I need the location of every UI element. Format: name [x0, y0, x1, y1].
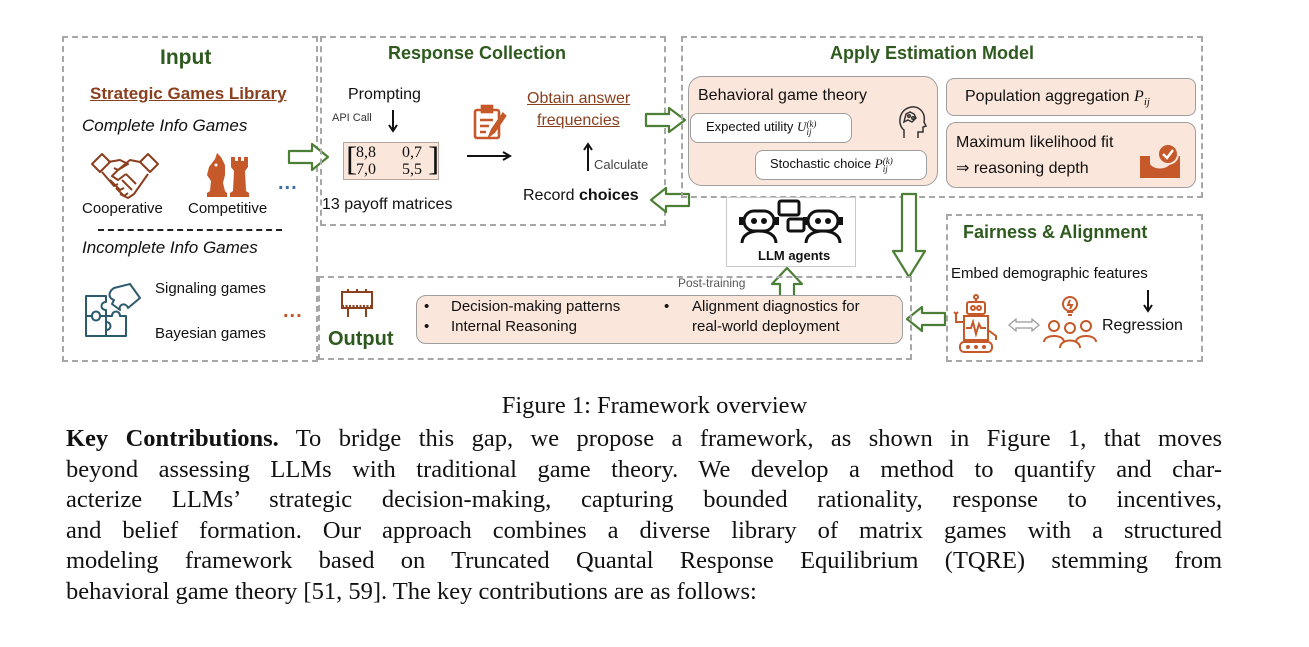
matrix-cell: 8,8 — [356, 144, 376, 161]
figure-caption: Figure 1: Framework overview — [501, 392, 808, 419]
robot-icon — [953, 294, 997, 353]
api-call-label: API Call — [332, 112, 372, 124]
behavioral-game-theory-label: Behavioral game theory — [698, 87, 867, 104]
paragraph-line: behavioral game theory [51, 59]. The key… — [66, 577, 757, 605]
bidirectional-arrow-icon — [1008, 317, 1040, 333]
expected-utility-box — [690, 113, 852, 143]
signaling-games-label: Signaling games — [155, 280, 266, 297]
post-training-label: Post-training — [678, 276, 746, 290]
mle-line1: Maximum likelihood fit — [956, 134, 1114, 151]
output-panel — [318, 276, 912, 360]
paragraph-line: beyond assessing LLMs with traditional g… — [66, 455, 1222, 483]
paragraph-line: acterize LLMs’ strategic decision-making… — [66, 486, 1222, 514]
more-games-dots: ... — [278, 172, 298, 194]
response-collection-panel — [320, 36, 666, 226]
output-results-box — [416, 295, 903, 344]
utility-symbol: U — [797, 119, 807, 134]
bayesian-games-label: Bayesian games — [155, 325, 266, 342]
input-title: Input — [160, 46, 212, 69]
more-incomplete-dots: ... — [283, 300, 303, 322]
regression-label: Regression — [1102, 317, 1183, 334]
incomplete-info-games-label: Incomplete Info Games — [82, 238, 258, 257]
output-title: Output — [328, 328, 394, 350]
strategic-games-library-label: Strategic Games Library — [90, 84, 287, 103]
record-text: Record — [523, 187, 580, 204]
matrix-cell: 0,7 — [402, 144, 422, 161]
arrow-down-icon — [1143, 290, 1153, 313]
arrow-down-icon — [388, 110, 398, 133]
paragraph-lead: Key Contributions. — [66, 425, 279, 452]
key-contributions-paragraph: Key Contributions. To bridge this gap, w… — [66, 424, 1222, 608]
puzzle-icon — [85, 283, 141, 337]
prompting-label: Prompting — [348, 86, 421, 103]
brain-head-icon — [899, 106, 928, 138]
paragraph-line-text: To bridge this gap, we propose a framewo… — [278, 425, 1222, 452]
choices-text: choices — [579, 187, 639, 204]
output-alignment-line1: Alignment diagnostics for — [692, 298, 860, 315]
handshake-icon — [91, 153, 159, 199]
estimation-model-title: Apply Estimation Model — [830, 43, 1035, 63]
bullet: • — [424, 298, 430, 315]
stochastic-choice-label: Stochastic choice P(k)ij — [770, 156, 893, 173]
arrow-up-icon — [583, 142, 593, 171]
competitive-label: Competitive — [188, 200, 268, 217]
stochastic-choice-text: Stochastic choice — [770, 156, 875, 171]
arrow-right-icon — [644, 106, 687, 134]
obtain-answer-frequencies-line2: frequencies — [537, 112, 620, 129]
arrow-right-thin-icon — [467, 151, 513, 161]
population-aggregation-box — [946, 78, 1196, 116]
arrow-left-icon — [649, 186, 691, 214]
matrix-cell: 7,0 — [356, 161, 376, 178]
arrow-left-icon — [905, 305, 947, 333]
population-aggregation-label: Population aggregation Pij — [965, 88, 1150, 108]
response-collection-title: Response Collection — [388, 43, 567, 63]
utility-superscript: (k) — [806, 118, 817, 129]
calculate-label: Calculate — [594, 157, 649, 172]
output-internal-reasoning: Internal Reasoning — [451, 318, 577, 335]
bullet: • — [664, 298, 670, 315]
fairness-alignment-title: Fairness & Alignment — [963, 222, 1148, 242]
paragraph-line: and belief formation. Our approach combi… — [66, 516, 1222, 544]
paragraph-line: modeling framework based on Truncated Qu… — [66, 547, 1222, 575]
clipboard-edit-icon — [473, 104, 507, 140]
embed-demographic-label: Embed demographic features — [951, 265, 1148, 282]
payoff-matrices-count: 13 payoff matrices — [322, 196, 453, 213]
stochastic-choice-box — [755, 150, 927, 180]
arrow-down-icon — [891, 192, 927, 279]
utility-subscript: ij — [806, 126, 812, 137]
record-choices-label: Record choices — [523, 187, 639, 205]
llm-agents-label: LLM agents — [758, 248, 831, 263]
robots-chat-icon — [739, 199, 843, 244]
bullet: • — [424, 318, 430, 335]
matrix-cell: 5,5 — [402, 161, 422, 178]
probability-superscript: (k) — [882, 155, 893, 166]
mle-line2: ⇒ reasoning depth — [956, 160, 1089, 177]
probability-symbol: P — [874, 156, 883, 171]
cooperative-label: Cooperative — [82, 200, 163, 217]
billboard-icon — [341, 289, 373, 317]
input-panel — [62, 36, 318, 362]
estimation-model-panel — [681, 36, 1203, 198]
payoff-matrix: [ 8,8 0,7 7,0 5,5 ] — [343, 142, 439, 180]
paragraph-line: Key Contributions. To bridge this gap, w… — [66, 424, 1222, 455]
people-idea-icon — [1043, 296, 1097, 349]
expected-utility-label: Expected utility U(k)ij — [706, 119, 816, 136]
complete-info-games-label: Complete Info Games — [82, 116, 248, 135]
chess-icon — [207, 153, 249, 197]
fairness-alignment-panel — [946, 214, 1203, 362]
obtain-answer-frequencies-line1: Obtain answer — [527, 90, 631, 107]
inbox-check-icon — [1140, 143, 1180, 178]
output-decision-making: Decision-making patterns — [451, 298, 621, 315]
expected-utility-text: Expected utility — [706, 119, 798, 134]
output-alignment-line2: real-world deployment — [692, 318, 840, 335]
probability-subscript: ij — [882, 163, 888, 174]
population-text: Population aggregation — [965, 88, 1135, 105]
population-symbol: P — [1134, 88, 1144, 105]
population-subscript: ij — [1143, 96, 1150, 109]
divider-dashed — [98, 229, 282, 231]
